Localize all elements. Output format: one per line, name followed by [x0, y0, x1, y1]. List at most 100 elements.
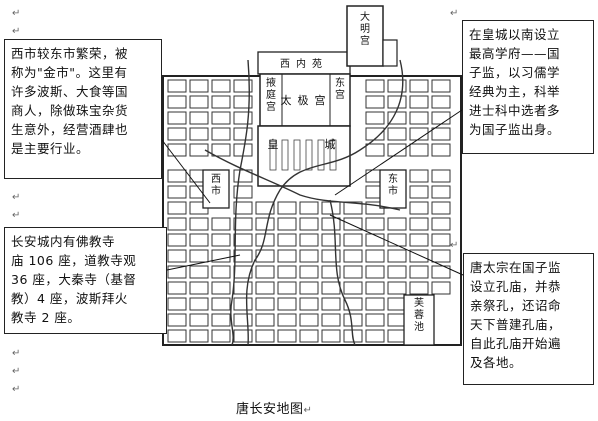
- ward-block: [233, 281, 253, 295]
- ward-block: [431, 185, 451, 199]
- office-block: [329, 139, 337, 171]
- ward-block: [189, 313, 209, 327]
- label-taiji-palace: 太极宫: [281, 93, 332, 107]
- paragraph-mark: ↵: [12, 348, 21, 359]
- ward-block: [409, 265, 429, 279]
- ward-block: [255, 265, 275, 279]
- ward-block: [255, 329, 275, 343]
- ward-block: [255, 297, 275, 311]
- ward-block: [409, 281, 429, 295]
- label-daming-palace: 大明宫: [360, 10, 370, 47]
- paragraph-mark: ↵: [12, 26, 21, 37]
- ward-block: [365, 313, 385, 327]
- ward-block: [343, 201, 363, 215]
- ward-block: [365, 329, 385, 343]
- ward-block: [255, 201, 275, 215]
- ward-block: [255, 217, 275, 231]
- ward-block: [233, 79, 253, 93]
- ward-block: [409, 185, 429, 199]
- ward-block: [211, 79, 231, 93]
- label-east-market: 东市: [388, 172, 398, 197]
- ward-block: [365, 127, 385, 141]
- ward-block: [387, 217, 407, 231]
- ward-block: [343, 249, 363, 263]
- ward-block: [167, 281, 187, 295]
- leader-line: [166, 254, 241, 271]
- ward-block: [431, 265, 451, 279]
- ward-block: [387, 143, 407, 157]
- ward-block: [189, 143, 209, 157]
- ward-block: [409, 111, 429, 125]
- ward-block: [431, 127, 451, 141]
- ward-block: [255, 281, 275, 295]
- leader-line: [161, 139, 211, 204]
- ward-block: [189, 265, 209, 279]
- ward-block: [277, 265, 297, 279]
- paragraph-mark: ↵: [450, 240, 459, 251]
- ward-block: [321, 265, 341, 279]
- ward-block: [387, 297, 407, 311]
- label-east-palace: 东宫: [335, 76, 345, 101]
- ward-block: [233, 127, 253, 141]
- label-west-market: 西市: [211, 174, 221, 197]
- ward-block: [189, 297, 209, 311]
- caption-text: 唐长安地图: [236, 402, 304, 417]
- ward-block: [299, 201, 319, 215]
- ward-block: [211, 297, 231, 311]
- ward-block: [167, 249, 187, 263]
- ward-block: [431, 217, 451, 231]
- ward-block: [387, 79, 407, 93]
- ward-block: [189, 281, 209, 295]
- ward-block: [365, 265, 385, 279]
- ward-block: [431, 143, 451, 157]
- ward-block: [189, 217, 209, 231]
- palace-structures: [202, 5, 435, 346]
- ward-block: [387, 249, 407, 263]
- ward-block: [299, 233, 319, 247]
- ward-block: [387, 265, 407, 279]
- label-furong-pond: 芙蓉池: [414, 296, 424, 333]
- ward-block: [365, 95, 385, 109]
- ward-block: [233, 201, 253, 215]
- ward-block: [211, 111, 231, 125]
- ward-block: [365, 111, 385, 125]
- ward-block: [167, 217, 187, 231]
- ward-block: [167, 127, 187, 141]
- ward-block: [365, 249, 385, 263]
- ward-block: [387, 111, 407, 125]
- map-caption: 唐长安地图↵: [236, 398, 312, 417]
- ward-block: [343, 233, 363, 247]
- ward-block: [409, 95, 429, 109]
- ward-block: [277, 313, 297, 327]
- ward-block: [167, 201, 187, 215]
- paragraph-mark: ↵: [12, 192, 21, 203]
- ward-block: [255, 249, 275, 263]
- ward-block: [343, 313, 363, 327]
- ward-block: [277, 297, 297, 311]
- ward-block: [189, 329, 209, 343]
- ward-block: [189, 79, 209, 93]
- west-market-block: [202, 169, 230, 209]
- ward-block: [387, 329, 407, 343]
- ward-block: [431, 281, 451, 295]
- ward-block: [211, 143, 231, 157]
- ward-block: [277, 233, 297, 247]
- label-imperial-city-cheng: 城: [325, 138, 342, 151]
- paragraph-mark: ↵: [12, 366, 21, 377]
- ward-block: [321, 329, 341, 343]
- ward-block: [321, 249, 341, 263]
- ward-block: [431, 201, 451, 215]
- ward-block: [233, 111, 253, 125]
- ward-block: [211, 249, 231, 263]
- ward-block: [211, 313, 231, 327]
- ward-block: [431, 249, 451, 263]
- ward-block: [189, 95, 209, 109]
- ward-block: [167, 329, 187, 343]
- ward-block: [321, 297, 341, 311]
- canal: [230, 59, 250, 346]
- ward-block: [299, 297, 319, 311]
- ward-block: [365, 281, 385, 295]
- callout-imperial-academy: 在皇城以南设立 最高学府——国 子监，以习儒学 经典为主，科举 进士科中选者多 …: [462, 20, 594, 154]
- ward-block: [409, 233, 429, 247]
- label-xineiyuan: 西内苑: [280, 57, 328, 70]
